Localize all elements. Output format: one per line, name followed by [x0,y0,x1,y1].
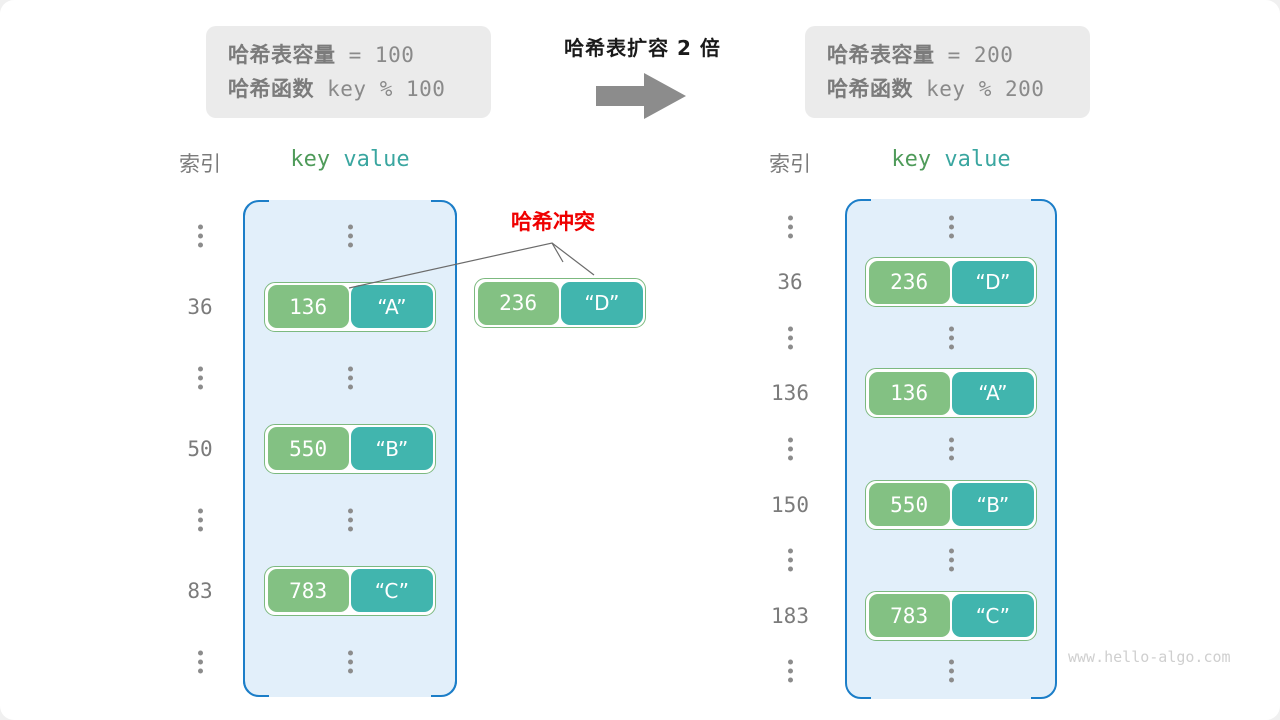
right-index-header: 索引 [769,152,811,176]
detached-value-cell: “D” [561,281,643,325]
left-value-cell: “B” [351,427,433,470]
right-index-ellipsis [745,548,835,572]
right-hashfunc-value: key % 200 [913,77,1045,101]
left-bucket-ellipsis [243,224,457,247]
right-index-label: 150 [771,492,809,517]
collision-label: 哈希冲突 [511,210,595,234]
left-capacity-label: 哈希表容量 [228,42,336,67]
left-capacity-value: = 100 [335,42,415,67]
left-key-header: key [290,147,331,172]
right-capacity-value: = 200 [934,42,1014,67]
right-index-label: 183 [771,603,809,628]
right-key-cell: 136 [868,371,950,415]
left-value-header: value [343,147,410,172]
left-hash-config-box: 哈希表容量 = 100 哈希函数 key % 100 [206,26,491,118]
left-kv-pair: 550“B” [264,423,436,474]
left-kv-pair: 136“A” [264,281,436,332]
left-capacity-line: 哈希表容量 = 100 [228,41,469,69]
left-bucket-ellipsis [243,508,457,531]
right-hash-config-box: 哈希表容量 = 200 哈希函数 key % 200 [805,26,1090,118]
right-index-label: 136 [771,381,809,406]
right-hashfunc-label: 哈希函数 [827,77,913,101]
left-bucket-ellipsis [243,366,457,389]
left-kv-pair: 783“C” [264,565,436,616]
right-bucket-ellipsis [845,215,1057,239]
left-index-label: 50 [187,436,213,461]
right-kv-header: key value [845,147,1057,172]
right-hashfunc-line: 哈希函数 key % 200 [827,75,1068,103]
left-index-label: 83 [187,578,213,603]
right-bucket-ellipsis [845,659,1057,683]
right-value-cell: “B” [952,483,1034,527]
left-hashfunc-label: 哈希函数 [228,77,314,101]
right-index-ellipsis [745,215,835,239]
right-value-header: value [944,147,1011,172]
right-key-cell: 550 [868,483,950,527]
right-arrow-icon [596,73,688,119]
left-key-cell: 136 [267,285,349,328]
right-capacity-label: 哈希表容量 [827,42,935,67]
right-capacity-line: 哈希表容量 = 200 [827,41,1068,69]
right-key-cell: 783 [868,594,950,638]
left-key-cell: 783 [267,569,349,612]
detached-kv-pair: 236 “D” [474,278,646,328]
left-value-cell: “C” [351,569,433,612]
right-key-cell: 236 [868,260,950,304]
left-index-ellipsis [165,366,235,389]
left-index-ellipsis [165,650,235,673]
left-index-label: 36 [187,294,213,319]
left-index-ellipsis [165,224,235,247]
right-index-ellipsis [745,326,835,350]
right-bucket-ellipsis [845,548,1057,572]
right-index-label: 36 [777,270,803,295]
right-kv-pair: 783“C” [865,590,1037,641]
right-kv-pair: 236“D” [865,257,1037,308]
left-value-cell: “A” [351,285,433,328]
right-kv-pair: 136“A” [865,368,1037,419]
right-value-cell: “A” [952,371,1034,415]
detached-key-cell: 236 [477,281,559,325]
right-bucket-ellipsis [845,326,1057,350]
right-value-cell: “C” [952,594,1034,638]
right-index-ellipsis [745,437,835,461]
left-kv-header: key value [243,147,457,172]
left-bucket-ellipsis [243,650,457,673]
left-hashfunc-value: key % 100 [314,77,446,101]
left-index-ellipsis [165,508,235,531]
left-index-header: 索引 [179,152,221,176]
right-bucket-ellipsis [845,437,1057,461]
right-index-ellipsis [745,659,835,683]
left-hashfunc-line: 哈希函数 key % 100 [228,75,469,103]
right-key-header: key [891,147,932,172]
right-value-cell: “D” [952,260,1034,304]
expand-caption: 哈希表扩容 2 倍 [564,36,721,60]
left-key-cell: 550 [267,427,349,470]
watermark: www.hello-algo.com [1068,648,1231,666]
right-kv-pair: 550“B” [865,479,1037,530]
